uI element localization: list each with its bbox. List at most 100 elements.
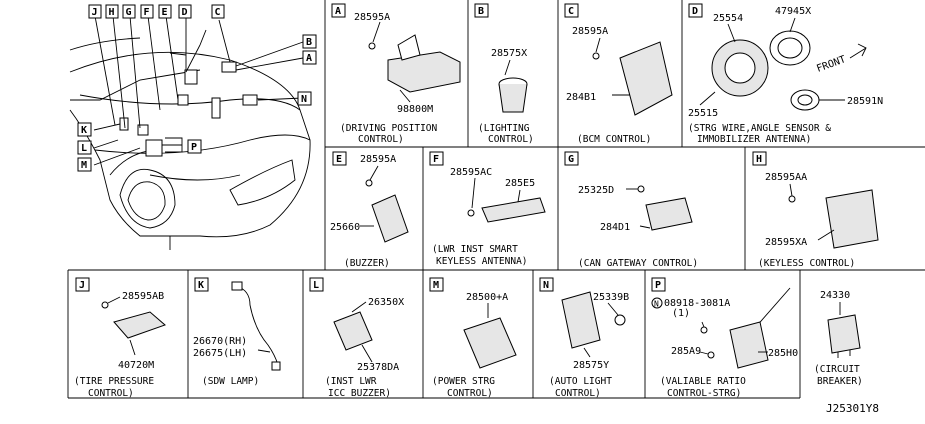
panel-caption: (POWER STRG [432, 376, 495, 387]
panel-caption: CONTROL) [88, 388, 134, 399]
part-number: 26350X [368, 297, 404, 308]
part-number: 28595AB [122, 291, 164, 302]
circuit-breaker [827, 314, 861, 354]
part-number: 284D1 [600, 222, 630, 233]
panel-caption: (KEYLESS CONTROL) [758, 258, 855, 269]
overview-label-E[interactable]: E [158, 4, 172, 19]
panel-caption: IMMOBILIZER ANTENNA) [697, 134, 811, 145]
panel-G-letter: G [568, 154, 574, 165]
side-lamp-harness [235, 285, 279, 366]
panel-circuit-breaker[interactable]: 24330 (CIRCUIT BREAKER) [814, 290, 863, 387]
panel-P[interactable]: P N 08918-3081A (1) 285A9 285H0 (VALIABL… [651, 277, 798, 399]
panel-G[interactable]: G 25325D 284D1 (CAN GATEWAY CONTROL) [564, 151, 698, 269]
panel-B[interactable]: B 28575X (LIGHTING CONTROL) [474, 3, 534, 145]
panel-K-letter: K [198, 280, 204, 291]
screw-icon [700, 326, 708, 334]
diagram-id: J25301Y8 [826, 402, 879, 415]
panel-A-label-box [331, 3, 346, 18]
part-number: 25325D [578, 185, 614, 196]
panel-caption: (INST LWR [325, 376, 377, 387]
panel-P-letter: P [655, 280, 661, 291]
panel-C[interactable]: C 28595A 284B1 (BCM CONTROL) [564, 3, 673, 145]
part-number: 26675(LH) [193, 348, 247, 359]
overview-label-A[interactable]: A [302, 50, 317, 65]
overview-label-M[interactable]: M [77, 157, 92, 172]
panel-D[interactable]: D 25554 47945X 25515 28591N FRONT (STRG … [688, 3, 883, 145]
variable-ratio-control-unit [729, 321, 769, 369]
panel-N[interactable]: N 25339B 28575Y (AUTO LIGHT CONTROL) [539, 277, 629, 399]
keyless-control-module [825, 189, 879, 249]
buzzer-unit [371, 194, 409, 243]
part-number: 285H0 [768, 348, 798, 359]
panel-B-letter: B [478, 6, 484, 17]
part-number: 26670(RH) [193, 336, 247, 347]
panel-H[interactable]: H 28595AA 28595XA (KEYLESS CONTROL) [752, 151, 879, 269]
part-number: 28595A [360, 154, 396, 165]
part-number: 28595AA [765, 172, 807, 183]
svg-text:F: F [144, 7, 150, 18]
panel-E-letter: E [336, 154, 342, 165]
panel-D-letter: D [692, 6, 698, 17]
part-number: 47945X [775, 6, 811, 17]
panel-caption: CONTROL) [358, 134, 404, 145]
svg-text:A: A [306, 53, 312, 64]
panel-A[interactable]: A 28595A 98800M (DRIVING POSITION CONTRO… [331, 3, 461, 145]
panel-L-letter: L [313, 280, 319, 291]
panel-K[interactable]: K 26670(RH) 26675(LH) (SDW LAMP) [193, 277, 281, 387]
overview-label-L[interactable]: L [77, 140, 92, 155]
power-steering-control [463, 317, 517, 369]
part-number: 28500+A [466, 292, 508, 303]
panel-caption: CONTROL) [555, 388, 601, 399]
overview-label-G[interactable]: G [122, 4, 136, 19]
screw-icon [365, 179, 373, 187]
part-number: 28595XA [765, 237, 807, 248]
panel-caption: BREAKER) [817, 376, 863, 387]
part-number: 285A9 [671, 346, 701, 357]
overview-label-B[interactable]: B [302, 34, 317, 49]
overview-label-N[interactable]: N [297, 91, 312, 106]
overview-label-J[interactable]: J [88, 4, 102, 19]
panel-H-letter: H [756, 154, 762, 165]
svg-text:L: L [81, 143, 87, 154]
panel-caption: (CIRCUIT [814, 364, 860, 375]
part-number: 28575X [491, 48, 527, 59]
part-number: 28595AC [450, 167, 492, 178]
overview-label-D[interactable]: D [178, 4, 192, 19]
panel-caption: (CAN GATEWAY CONTROL) [578, 258, 698, 269]
screw-icon [101, 301, 109, 309]
icc-buzzer [333, 311, 373, 351]
tire-pressure-module [113, 311, 166, 339]
svg-text:N: N [654, 300, 659, 309]
panel-F-letter: F [433, 154, 439, 165]
panel-L[interactable]: L 26350X 25378DA (INST LWR ICC BUZZER) [309, 277, 404, 399]
panel-F[interactable]: F 28595AC 285E5 (LWR INST SMART KEYLESS … [429, 151, 546, 267]
svg-text:J: J [92, 7, 98, 18]
panel-caption: (STRG WIRE,ANGLE SENSOR & [688, 123, 831, 134]
panel-M[interactable]: M 28500+A (POWER STRG CONTROL) [429, 277, 517, 399]
screw-icon [467, 209, 475, 217]
overview-label-C[interactable]: C [211, 4, 225, 19]
panel-caption: (SDW LAMP) [202, 376, 259, 387]
screw-icon [637, 185, 645, 193]
panel-C-letter: C [568, 6, 574, 17]
part-number: 25339B [593, 292, 629, 303]
panel-E[interactable]: E 28595A 25660 (BUZZER) [330, 151, 409, 269]
panel-caption: (BCM CONTROL) [577, 134, 651, 145]
panel-caption: (VALIABLE RATIO [660, 376, 746, 387]
panel-J-letter: J [79, 280, 85, 291]
overview-label-P[interactable]: P [187, 139, 202, 154]
screw-icon [788, 195, 796, 203]
svg-text:E: E [162, 7, 168, 18]
part-number: (1) [672, 308, 690, 319]
bolt-n-icon [651, 297, 663, 309]
part-number: 40720M [118, 360, 154, 371]
vehicle-overview [69, 15, 311, 250]
overview-label-K[interactable]: K [77, 122, 92, 137]
panel-caption: (AUTO LIGHT [549, 376, 612, 387]
overview-label-H[interactable]: H [105, 4, 119, 19]
overview-label-F[interactable]: F [140, 4, 154, 19]
panel-J[interactable]: J 28595AB 40720M (TIRE PRESSURE CONTROL) [74, 277, 166, 399]
part-number: 25515 [688, 108, 718, 119]
panel-caption: ICC BUZZER) [328, 388, 391, 399]
panel-caption: (LIGHTING [478, 123, 530, 134]
